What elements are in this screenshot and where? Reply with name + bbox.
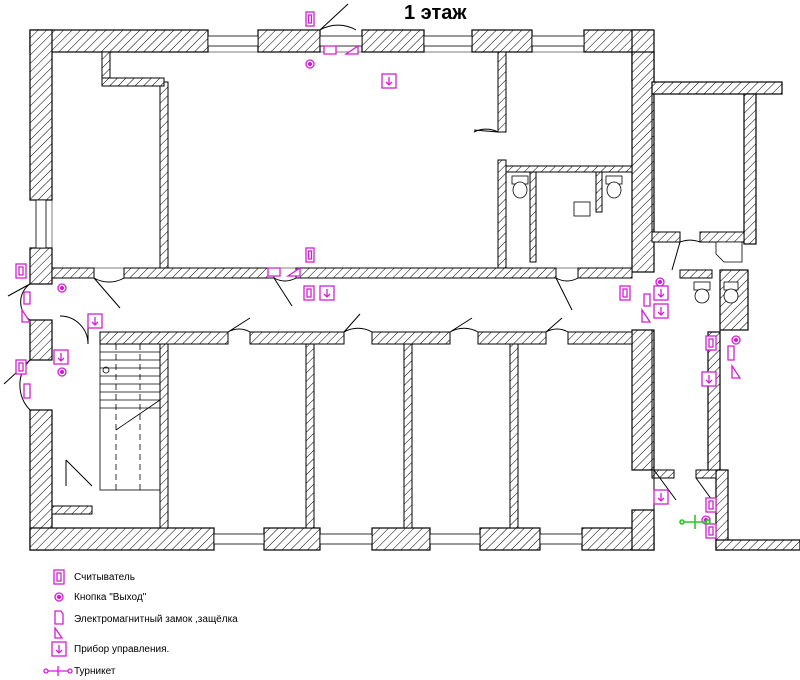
control-unit-icon [653,303,669,319]
control-unit-icon [319,285,335,301]
staircase [99,343,161,491]
electromagnetic-lock-icon [23,383,31,399]
legend-label: Кнопка "Выход" [74,591,147,603]
exit-button-icon [57,367,67,377]
exit-button-icon [54,592,64,602]
control-unit-icon [653,285,669,301]
card-reader-icon [305,11,315,27]
electromagnetic-lock-icon [267,266,301,277]
legend-label: Прибор управления. [74,643,170,655]
control-unit-icon [701,371,717,387]
control-unit-icon [53,349,69,365]
turnstile-icon [43,666,73,676]
legend-item: Считыватель [48,568,135,586]
card-reader-icon [619,285,631,301]
card-reader-icon [15,359,27,375]
legend-item: Прибор управления. [48,640,169,658]
control-unit-icon [51,641,67,657]
exterior-walls [29,29,800,551]
exit-button-icon [305,59,315,69]
legend-item: Кнопка "Выход" [48,588,146,606]
legend-item: Турникет [48,662,115,680]
legend-label: Электромагнитный замок ,защёлка [74,613,238,625]
card-readers [15,11,717,539]
electromagnetic-lock-icon [21,291,32,323]
electromagnetic-lock-icon [727,345,742,379]
interior-walls [51,51,745,529]
exit-button-icon [57,283,67,293]
card-reader-icon [705,335,717,351]
legend-label: Турникет [74,665,116,677]
windows [35,35,585,545]
electromagnetic-lock-icon [641,293,652,323]
legend-symbols [43,569,73,676]
card-reader-icon [705,497,717,513]
exit-button-icon [655,277,665,287]
card-reader-icon [53,569,65,585]
control-unit-icon [87,313,103,329]
electromagnetic-lock-icon [54,610,64,639]
exit-buttons [57,59,741,525]
exit-button-icon [731,335,741,345]
wc-fixtures [511,175,743,304]
electromagnetic-lock-icon [323,44,359,55]
card-reader-icon [705,523,717,539]
turnstile-icon [679,515,711,529]
room-lines [51,51,721,470]
electromagnetic-locks [21,44,742,399]
card-reader-icon [305,247,315,263]
legend-item: Электромагнитный замок ,защёлка [48,610,238,628]
card-reader-icon [15,263,27,279]
control-unit-icon [653,489,669,505]
floor-title: 1 этаж [404,2,467,24]
control-units [53,73,717,505]
turnstile [679,515,711,529]
legend-label: Считыватель [74,571,135,583]
control-unit-icon [381,73,397,89]
card-reader-icon [303,285,315,301]
